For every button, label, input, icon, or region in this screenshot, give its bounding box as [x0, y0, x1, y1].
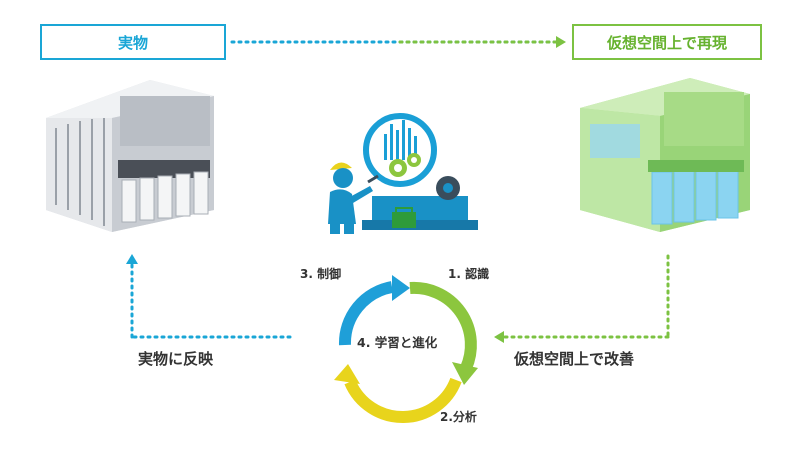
reflect-to-real-label: 実物に反映	[138, 350, 214, 368]
cycle-arc-yellow	[344, 377, 462, 424]
cycle-step-learn-evolve: 4. 学習と進化	[357, 335, 438, 350]
left-flow-arrow	[126, 254, 292, 339]
cycle-arrowhead-blue	[392, 275, 410, 301]
improve-in-virtual-label: 仮想空間上で改善	[514, 350, 635, 368]
real-machine-illustration	[46, 80, 214, 232]
cycle-step-analyze: 2.分析	[440, 410, 477, 424]
worker-illustration	[328, 113, 478, 234]
cycle-arrowhead-yellow	[334, 364, 360, 384]
cycle-arrowhead-green	[452, 362, 478, 385]
real-object-box: 実物	[40, 24, 226, 60]
virtual-reproduction-box: 仮想空間上で再現	[572, 24, 762, 60]
virtual-machine-illustration	[580, 78, 750, 232]
virtual-reproduction-label: 仮想空間上で再現	[606, 33, 727, 52]
cycle-step-control: 3. 制御	[300, 267, 342, 281]
cycle-arc-blue	[338, 281, 394, 346]
cycle-step-recognize: 1. 認識	[448, 267, 490, 281]
cycle-diagram	[334, 275, 478, 424]
top-flow-arrow	[230, 36, 566, 48]
right-flow-arrow	[494, 254, 670, 343]
cycle-arc-green	[409, 281, 477, 371]
real-object-label: 実物	[117, 33, 148, 52]
